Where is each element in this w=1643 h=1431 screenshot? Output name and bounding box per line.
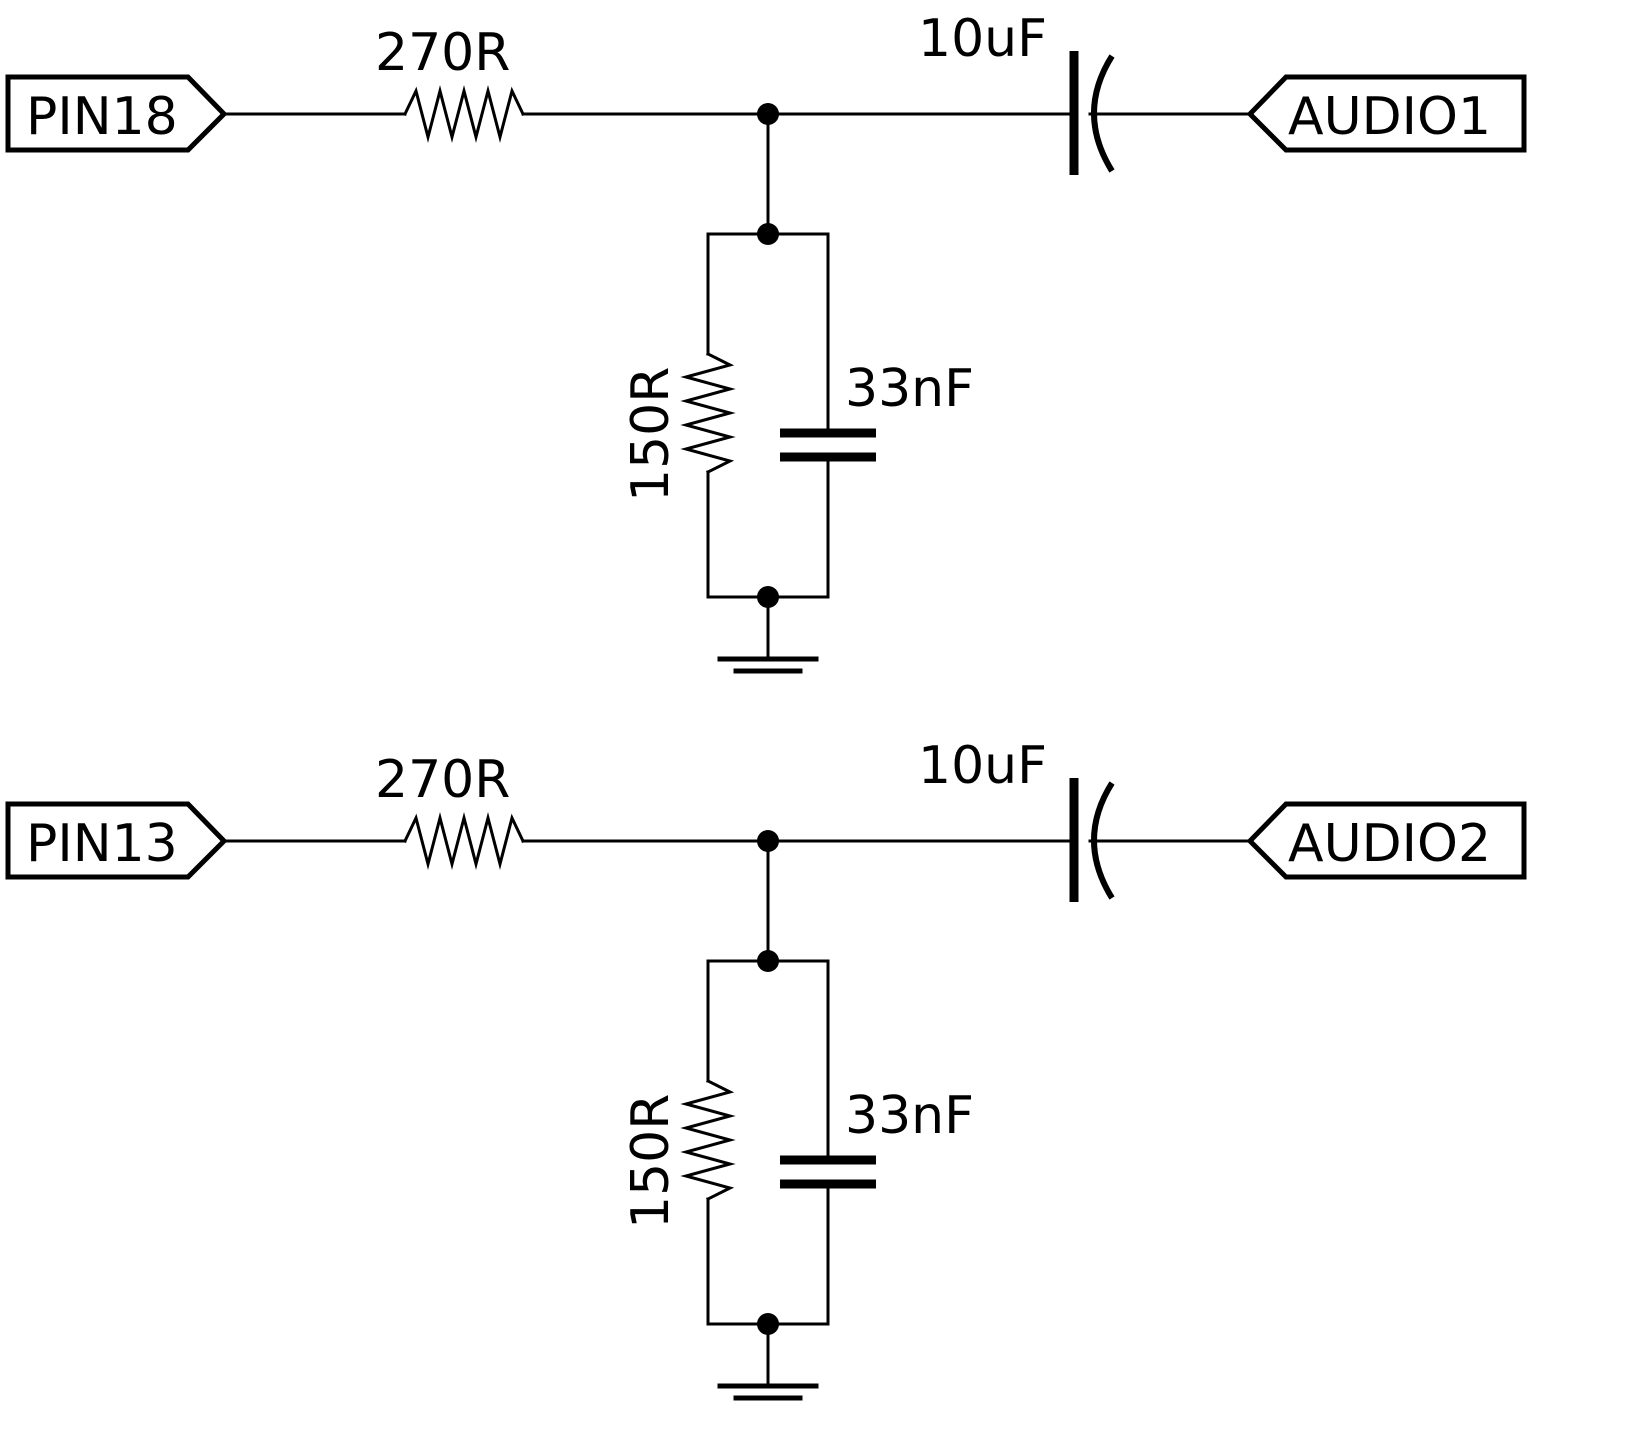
output-port-audio1 [1246,74,1527,153]
shunt-resistor-label: 150R [621,1094,681,1229]
output-port-label: AUDIO2 [1288,814,1491,874]
shunt-resistor [680,1078,736,1202]
input-port-pin18 [5,74,228,153]
coupling-capacitor-label: 10uF [918,736,1047,796]
input-port-label: PIN13 [26,814,178,874]
output-port-label: AUDIO1 [1288,87,1491,147]
input-port-pin13 [5,801,228,880]
output-port-audio2 [1246,801,1527,880]
coupling-capacitor-label: 10uF [918,9,1047,69]
shunt-resistor-label: 150R [621,367,681,502]
shunt-capacitor-label: 33nF [845,359,974,419]
series-resistor-label: 270R [375,750,510,810]
ground-icon [717,1383,819,1401]
shunt-resistor [680,351,736,475]
ground-icon [717,656,819,674]
shunt-capacitor-label: 33nF [845,1086,974,1146]
circuit-1: PIN18 270R 10uF AUDIO1 150R 33nF [5,9,1527,674]
series-resistor-label: 270R [375,23,510,83]
series-resistor [402,85,526,143]
series-resistor [402,812,526,870]
circuit-2: PIN13 270R 10uF AUDIO2 150R 33nF [5,736,1527,1401]
input-port-label: PIN18 [26,87,178,147]
